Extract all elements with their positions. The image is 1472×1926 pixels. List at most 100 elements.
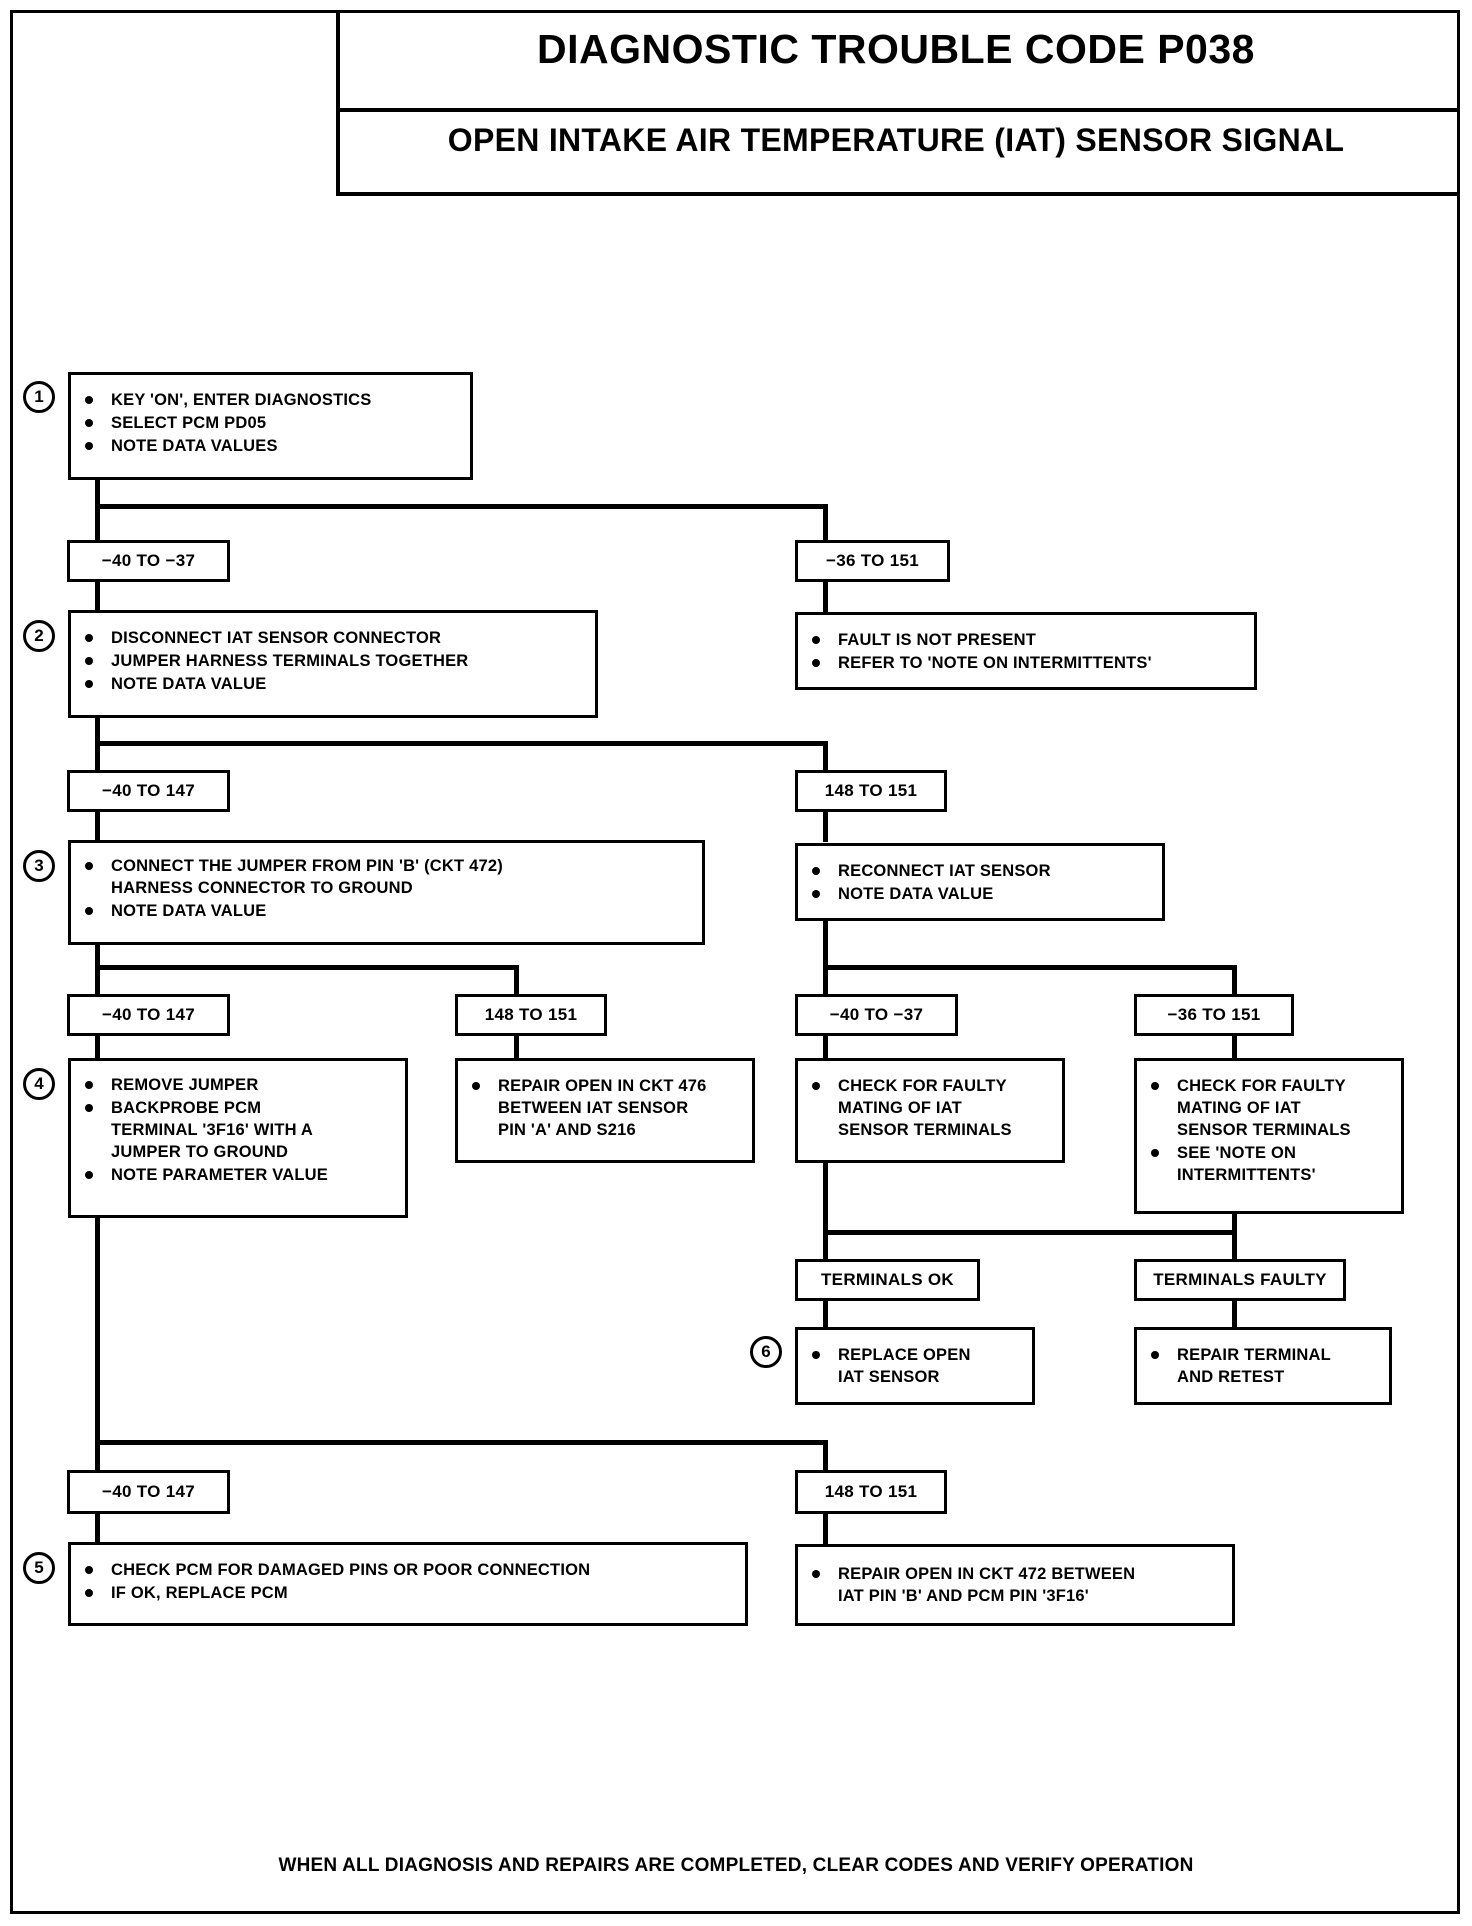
bullet-icon [812,867,820,875]
bullet-icon [85,396,93,404]
bullet-icon [1151,1149,1159,1157]
list-item: SELECT PCM PD05 [77,412,470,434]
box-check-faulty-mating: CHECK FOR FAULTY MATING OF IAT SENSOR TE… [795,1058,1065,1163]
bullet-icon [1151,1351,1159,1359]
connector [823,1034,828,1060]
connector [95,965,100,997]
label-terminals-faulty: TERMINALS FAULTY [1134,1259,1346,1301]
list-item: REMOVE JUMPER [77,1074,405,1096]
bullet-icon [812,890,820,898]
list-item: CHECK FOR FAULTY MATING OF IAT SENSOR TE… [1143,1075,1401,1141]
connector [823,1163,828,1235]
list-item: JUMPER HARNESS TERMINALS TOGETHER [77,650,595,672]
bullet-icon [812,1570,820,1578]
bullet-icon [85,680,93,688]
connector [95,741,828,746]
box-repair-open-ckt-476: REPAIR OPEN IN CKT 476 BETWEEN IAT SENSO… [455,1058,755,1163]
bullet-icon [85,419,93,427]
connector [95,945,100,970]
list-item: REPAIR OPEN IN CKT 476 BETWEEN IAT SENSO… [464,1075,752,1141]
connector [95,965,519,970]
connector [95,504,100,542]
list-item: CONNECT THE JUMPER FROM PIN 'B' (CKT 472… [77,855,702,899]
label-range-minus40-to-147: −40 TO 147 [67,770,230,812]
box-repair-open-ckt-472: REPAIR OPEN IN CKT 472 BETWEEN IAT PIN '… [795,1544,1235,1626]
bullet-icon [812,1082,820,1090]
page-title: DIAGNOSTIC TROUBLE CODE P038 [537,26,1255,72]
connector [95,718,100,746]
label-range-minus36-to-151: −36 TO 151 [795,540,950,582]
connector [514,965,519,997]
list-item: REPAIR TERMINAL AND RETEST [1143,1344,1389,1388]
label-terminals-ok: TERMINALS OK [795,1259,980,1301]
page-subtitle: OPEN INTAKE AIR TEMPERATURE (IAT) SENSOR… [447,122,1345,158]
box-step-1: KEY 'ON', ENTER DIAGNOSTICS SELECT PCM P… [68,372,473,480]
label-range-minus40-to-147-b: −40 TO 147 [67,994,230,1036]
connector [823,1299,828,1329]
connector [95,1034,100,1060]
list-item: NOTE DATA VALUE [77,673,595,695]
label-range-minus40-to-minus37-b: −40 TO −37 [795,994,958,1036]
box-fault-not-present: FAULT IS NOT PRESENT REFER TO 'NOTE ON I… [795,612,1257,690]
bullet-icon [812,659,820,667]
bullet-icon [812,636,820,644]
header-block [336,13,1457,196]
box-step-3: CONNECT THE JUMPER FROM PIN 'B' (CKT 472… [68,840,705,945]
label-range-minus36-to-151-b: −36 TO 151 [1134,994,1294,1036]
list-item: NOTE DATA VALUE [77,900,702,922]
bullet-icon [85,634,93,642]
connector [95,1440,828,1445]
connector [514,1034,519,1060]
connector [823,741,828,773]
connector [1232,1230,1237,1262]
step-number-3: 3 [23,850,55,882]
list-item: DISCONNECT IAT SENSOR CONNECTOR [77,627,595,649]
step-number-5: 5 [23,1552,55,1584]
connector [823,1440,828,1474]
list-item: NOTE DATA VALUES [77,435,470,457]
connector [95,1440,100,1474]
connector [95,1218,100,1444]
connector [823,921,828,946]
bullet-icon [472,1082,480,1090]
connector [95,1512,100,1544]
label-range-148-to-151-c: 148 TO 151 [795,1470,947,1514]
step-number-2: 2 [23,620,55,652]
connector [1232,965,1237,997]
list-item: REPAIR OPEN IN CKT 472 BETWEEN IAT PIN '… [804,1563,1232,1607]
label-range-minus40-to-minus37: −40 TO −37 [67,540,230,582]
list-item: RECONNECT IAT SENSOR [804,860,1162,882]
step-number-6: 6 [750,1336,782,1368]
connector [823,810,828,842]
connector [95,741,100,773]
list-item: BACKPROBE PCM TERMINAL '3F16' WITH A JUM… [77,1097,405,1163]
label-range-148-to-151-b: 148 TO 151 [455,994,607,1036]
bullet-icon [85,1104,93,1112]
list-item: NOTE PARAMETER VALUE [77,1164,405,1186]
list-item: IF OK, REPLACE PCM [77,1582,745,1604]
box-replace-open-iat-sensor: REPLACE OPEN IAT SENSOR [795,1327,1035,1405]
connector [823,1230,1237,1235]
box-check-faulty-mating-note: CHECK FOR FAULTY MATING OF IAT SENSOR TE… [1134,1058,1404,1214]
box-step-2: DISCONNECT IAT SENSOR CONNECTOR JUMPER H… [68,610,598,718]
list-item: FAULT IS NOT PRESENT [804,629,1254,651]
connector [823,941,828,997]
connector [1232,1034,1237,1060]
connector [95,480,100,506]
bullet-icon [85,1081,93,1089]
page-border [10,10,1460,1914]
list-item: REPLACE OPEN IAT SENSOR [804,1344,1032,1388]
connector [823,580,828,612]
bullet-icon [85,1589,93,1597]
list-item: CHECK PCM FOR DAMAGED PINS OR POOR CONNE… [77,1559,745,1581]
step-number-4: 4 [23,1068,55,1100]
connector [95,580,100,612]
box-step-5: CHECK PCM FOR DAMAGED PINS OR POOR CONNE… [68,1542,748,1626]
connector [823,1512,828,1544]
connector [823,504,828,542]
bullet-icon [85,1171,93,1179]
connector [1232,1299,1237,1329]
connector [823,1230,828,1262]
bullet-icon [85,1566,93,1574]
header-divider [336,108,1457,112]
